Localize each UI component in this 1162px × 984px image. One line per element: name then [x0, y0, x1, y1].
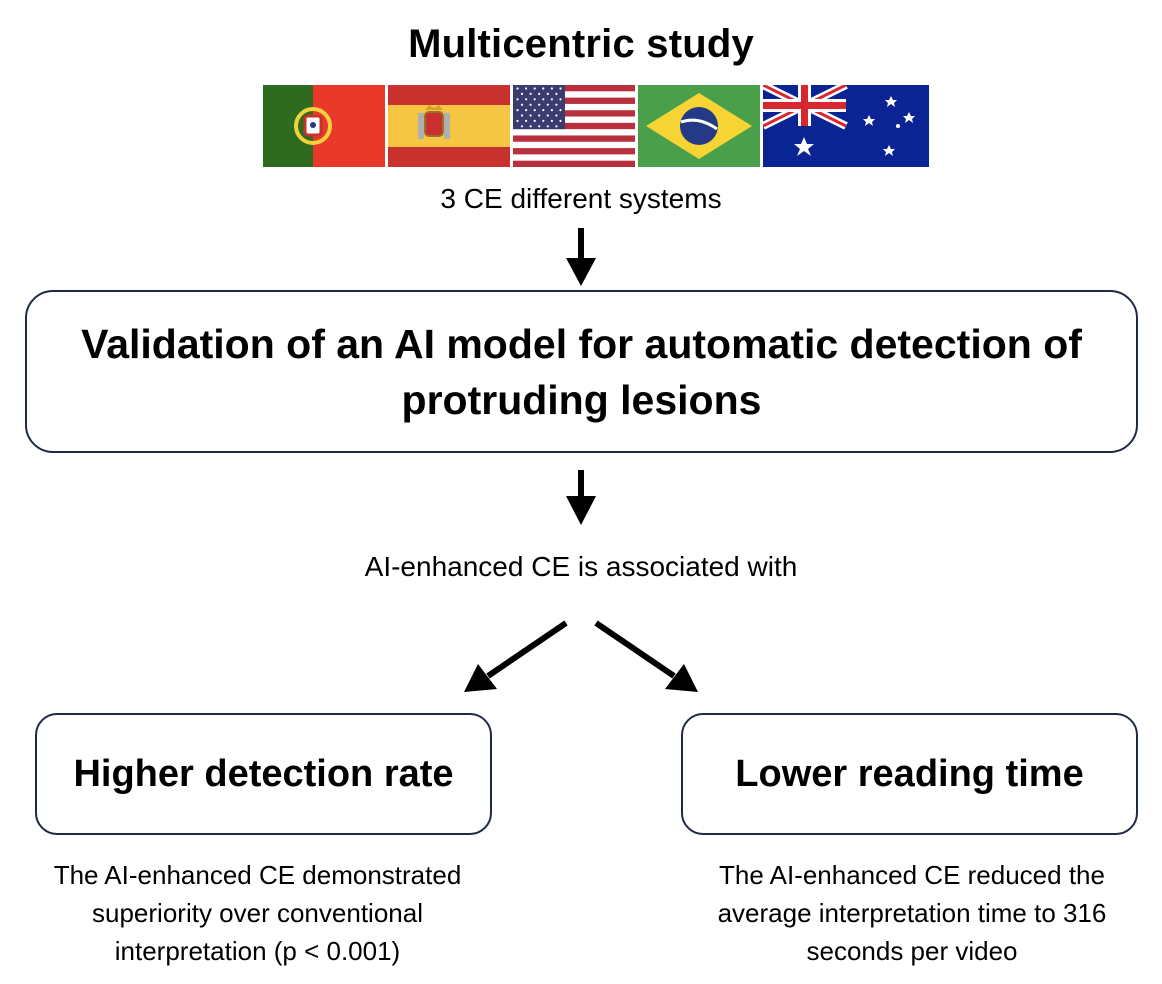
reading-time-box: Lower reading time — [681, 713, 1138, 835]
desc-right-line-1: The AI-enhanced CE reduced the — [719, 860, 1105, 890]
validation-line-2: protruding lesions — [401, 376, 762, 423]
desc-right-line-3: seconds per video — [806, 936, 1018, 966]
detection-rate-heading: Higher detection rate — [73, 752, 454, 795]
validation-line-1: Validation of an AI model for automatic … — [81, 320, 1082, 367]
reading-time-heading: Lower reading time — [735, 752, 1084, 795]
desc-left-line-2: superiority over conventional — [92, 898, 423, 928]
systems-caption: 3 CE different systems — [440, 183, 722, 214]
detection-rate-box: Higher detection rate — [35, 713, 492, 835]
australia-flag — [763, 85, 929, 167]
detection-rate-description: The AI-enhanced CE demonstrated superior… — [0, 856, 515, 970]
brazil-flag — [638, 85, 760, 167]
arrow-left-diagonal — [464, 620, 568, 692]
reading-time-description: The AI-enhanced CE reduced the average i… — [652, 856, 1162, 970]
arrow-down-2 — [566, 470, 596, 525]
usa-flag — [513, 85, 635, 167]
portugal-flag — [263, 85, 385, 167]
arrow-down-1 — [566, 228, 596, 286]
diagram-title: Multicentric study — [408, 22, 754, 66]
flag-row — [263, 85, 937, 167]
spain-flag — [388, 85, 510, 167]
validation-box: Validation of an AI model for automatic … — [25, 290, 1138, 453]
arrow-right-diagonal — [594, 620, 698, 692]
desc-left-line-1: The AI-enhanced CE demonstrated — [53, 860, 462, 890]
association-caption: AI-enhanced CE is associated with — [364, 551, 798, 582]
desc-left-line-3: interpretation (p < 0.001) — [114, 936, 401, 966]
desc-right-line-2: average interpretation time to 316 — [717, 898, 1107, 928]
